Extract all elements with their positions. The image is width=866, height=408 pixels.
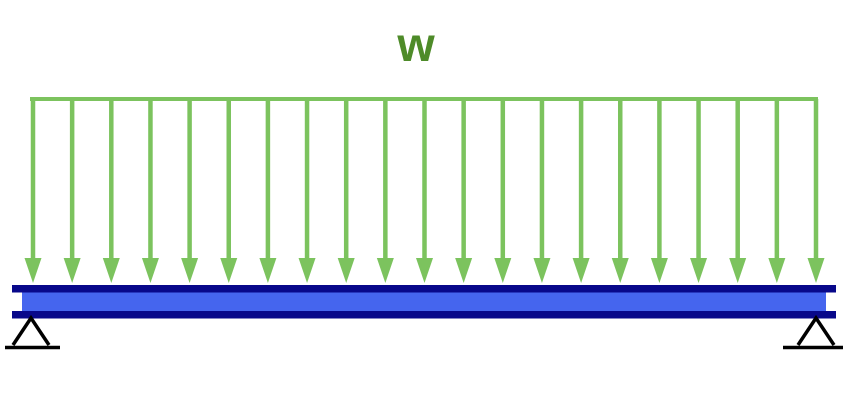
arrow-head-icon [220, 258, 238, 283]
support-left [5, 314, 60, 350]
arrow-head-icon [416, 258, 433, 283]
support-triangle-icon [11, 314, 51, 346]
arrow-head-icon [455, 258, 473, 283]
arrow-head-icon [611, 258, 629, 283]
arrow-head-icon [690, 258, 708, 283]
load-arrow [259, 99, 277, 283]
arrow-head-icon [768, 258, 786, 283]
beam-bottom-flange [12, 311, 836, 319]
load-label: w [396, 19, 435, 72]
arrow-head-icon [102, 258, 120, 283]
arrow-head-icon [533, 258, 551, 283]
load-arrow [24, 99, 42, 283]
load-arrow [729, 99, 747, 283]
arrow-head-icon [572, 258, 590, 283]
load-arrow [807, 99, 825, 283]
load-arrow [494, 99, 512, 283]
load-arrow [690, 99, 708, 283]
load-arrow [650, 99, 668, 283]
load-arrow [455, 99, 473, 283]
beam-top-flange [12, 285, 836, 293]
load-arrows [24, 99, 825, 283]
load-arrow [416, 99, 433, 283]
arrow-head-icon [807, 258, 825, 283]
load-arrow [63, 99, 81, 283]
arrow-head-icon [181, 258, 199, 283]
load-arrow [181, 99, 199, 283]
beam-web [22, 292, 826, 311]
load-arrow [768, 99, 786, 283]
arrow-head-icon [63, 258, 81, 283]
load-arrow [611, 99, 629, 283]
load-arrow [572, 99, 590, 283]
load-arrow [102, 99, 120, 283]
arrow-head-icon [729, 258, 747, 283]
load-arrow [376, 99, 394, 283]
load-arrow [533, 99, 551, 283]
arrow-head-icon [376, 258, 394, 283]
load-arrow [298, 99, 316, 283]
arrow-head-icon [337, 258, 355, 283]
arrow-head-icon [298, 258, 316, 283]
load-arrow [220, 99, 238, 283]
arrow-head-icon [141, 258, 159, 283]
arrow-head-icon [650, 258, 668, 283]
arrow-head-icon [24, 258, 42, 283]
arrow-head-icon [259, 258, 277, 283]
support-right [783, 314, 843, 350]
arrow-head-icon [494, 258, 512, 283]
load-arrow [141, 99, 159, 283]
load-arrow [337, 99, 355, 283]
support-triangle-icon [796, 314, 836, 346]
